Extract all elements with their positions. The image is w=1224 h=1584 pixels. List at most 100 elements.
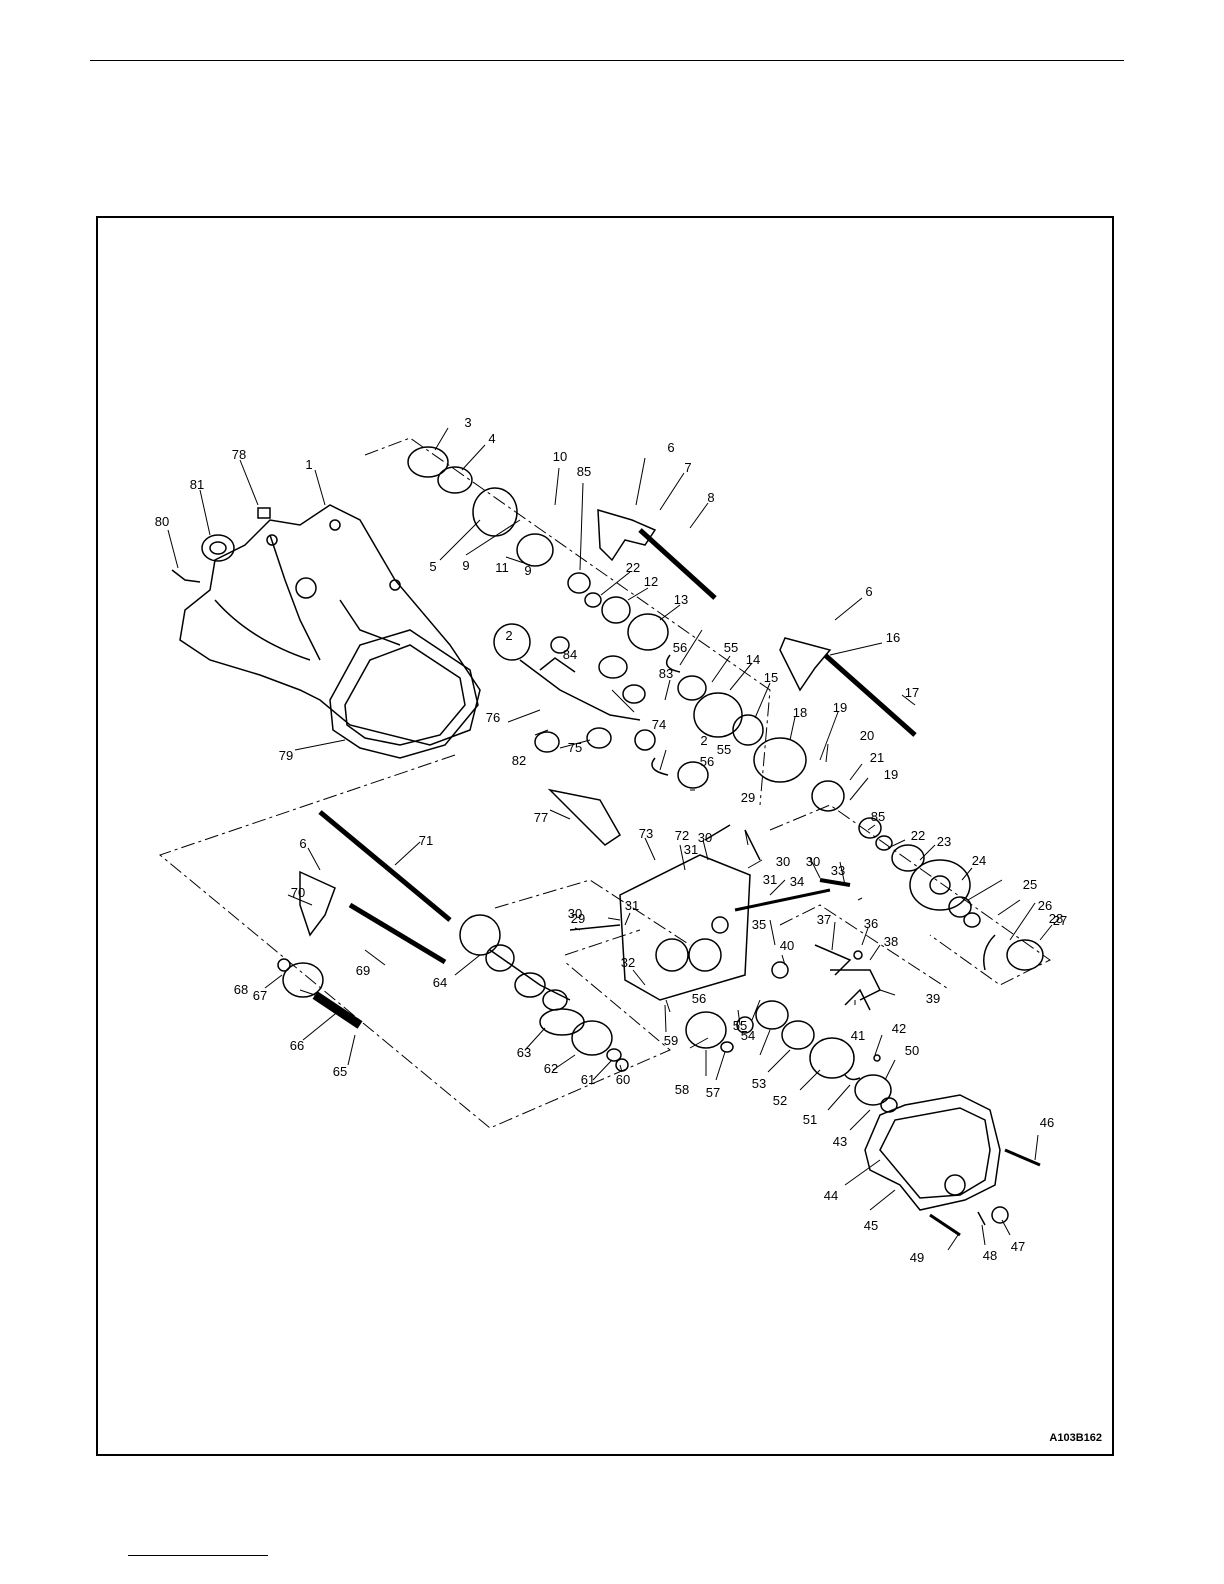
leader-lines [167,427,1053,1251]
callout-6: 6 [865,584,872,599]
callout-31: 31 [684,842,698,857]
callout-81: 81 [190,477,204,492]
callout-56: 56 [673,640,687,655]
callout-2: 2 [700,733,707,748]
callout-44: 44 [824,1188,838,1203]
callout-14: 14 [746,652,760,667]
callout-30: 30 [776,854,790,869]
shift-forks [299,508,917,965]
callout-63: 63 [517,1045,531,1060]
callout-67: 67 [253,988,267,1003]
callout-74: 74 [652,717,666,732]
figure-frame: A103B162 [96,216,1114,1456]
callout-51: 51 [803,1112,817,1127]
callout-55: 55 [717,742,731,757]
callout-56: 56 [700,754,714,769]
callout-41: 41 [851,1028,865,1043]
callout-36: 36 [864,916,878,931]
callout-85: 85 [871,809,885,824]
intermediate-plate [569,824,851,1001]
callout-7: 7 [684,460,691,475]
callout-33: 33 [831,863,845,878]
callout-34: 34 [790,874,804,889]
lower-gear-train [277,914,898,1113]
callout-55: 55 [724,640,738,655]
callout-49: 49 [910,1250,924,1265]
callout-27: 27 [1053,913,1067,928]
callout-6: 6 [299,836,306,851]
callout-10: 10 [553,449,567,464]
callout-28: 28 [1049,911,1063,926]
callout-3: 3 [464,415,471,430]
callout-17: 17 [905,685,919,700]
callout-2: 2 [505,628,512,643]
callout-69: 69 [356,963,370,978]
callout-43: 43 [833,1134,847,1149]
callout-16: 16 [886,630,900,645]
callout-77: 77 [534,810,548,825]
callout-66: 66 [290,1038,304,1053]
callout-85: 85 [577,464,591,479]
callout-45: 45 [864,1218,878,1233]
callout-1: 1 [305,457,312,472]
callout-29: 29 [571,911,585,926]
upper-gear-train [407,446,1044,971]
callout-23: 23 [937,834,951,849]
callout-80: 80 [155,514,169,529]
main-case [179,504,481,746]
parts-drawing [158,427,1053,1251]
callout-73: 73 [639,826,653,841]
header-rule [90,60,1124,61]
shift-linkage [771,944,882,1011]
callout-24: 24 [972,853,986,868]
countershaft [493,623,709,846]
callout-8: 8 [707,490,714,505]
callout-15: 15 [764,670,778,685]
callout-21: 21 [870,750,884,765]
callout-9: 9 [524,563,531,578]
callout-22: 22 [911,828,925,843]
callout-82: 82 [512,753,526,768]
callout-55: 55 [733,1018,747,1033]
callout-60: 60 [616,1072,630,1087]
callout-11: 11 [495,560,509,575]
callout-53: 53 [752,1076,766,1091]
callout-65: 65 [333,1064,347,1079]
callout-54: 54 [741,1028,755,1043]
callout-38: 38 [884,934,898,949]
callout-68: 68 [234,982,248,997]
callout-13: 13 [674,592,688,607]
callout-47: 47 [1011,1239,1025,1254]
callout-19: 19 [884,767,898,782]
callout-20: 20 [860,728,874,743]
figure-id: A103B162 [1049,1432,1102,1444]
callout-30: 30 [698,830,712,845]
callout-31: 31 [625,898,639,913]
callout-30: 30 [568,906,582,921]
callout-22: 22 [626,560,640,575]
callout-78: 78 [232,447,246,462]
callout-6: 6 [667,440,674,455]
callout-39: 39 [926,991,940,1006]
callout-84: 84 [563,647,577,662]
callout-64: 64 [433,975,447,990]
callout-4: 4 [488,431,495,446]
callout-79: 79 [279,748,293,763]
footer-link-rule [128,1555,268,1556]
callout-71: 71 [419,833,433,848]
callout-62: 62 [544,1061,558,1076]
callout-83: 83 [659,666,673,681]
callout-25: 25 [1023,877,1037,892]
callout-32: 32 [621,955,635,970]
callout-40: 40 [780,938,794,953]
rear-cover [864,1094,1041,1237]
callout-59: 59 [664,1033,678,1048]
callout-42: 42 [892,1021,906,1036]
callout-56: 56 [692,991,706,1006]
group-outlines [158,437,1051,1129]
callout-76: 76 [486,710,500,725]
callout-70: 70 [291,885,305,900]
callout-58: 58 [675,1082,689,1097]
